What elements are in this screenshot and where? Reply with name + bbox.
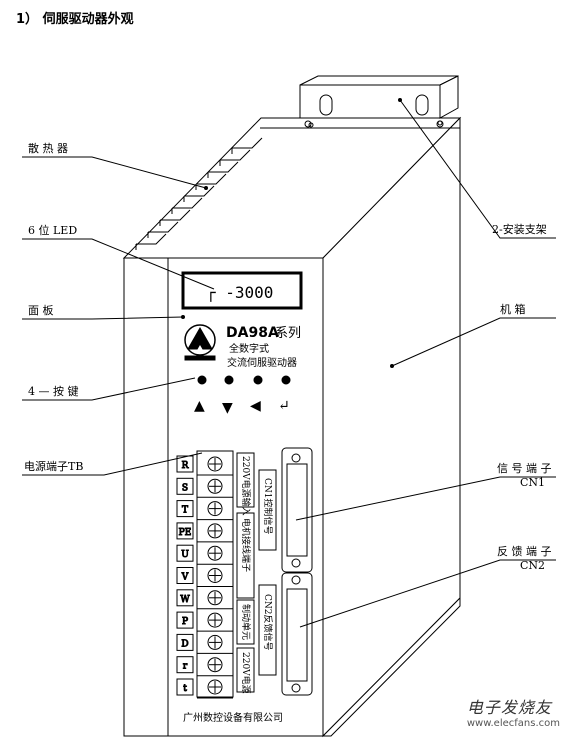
terminal-letter-box bbox=[176, 633, 194, 651]
cn1-connector bbox=[258, 447, 313, 573]
key-left-symbol: ◀ bbox=[250, 398, 261, 414]
terminal-letter-box bbox=[176, 455, 194, 473]
terminal-label: PE bbox=[179, 528, 192, 538]
terminal-label: R bbox=[182, 461, 189, 471]
label-keys: 4 — 按 键 bbox=[28, 384, 79, 398]
chassis-foot bbox=[321, 596, 461, 737]
terminal-label: t bbox=[183, 684, 187, 694]
terminal-label: V bbox=[181, 573, 189, 583]
brand-line1: 全数字式 bbox=[229, 342, 269, 355]
group-motor: 电机接线端子 bbox=[240, 518, 252, 572]
terminal-row: t bbox=[176, 678, 233, 699]
label-led: 6 位 LED bbox=[28, 223, 77, 237]
label-power-terminal: 电源端子TB bbox=[24, 459, 83, 473]
terminal-row: D bbox=[176, 633, 233, 654]
cn2-connector bbox=[258, 572, 313, 696]
terminal-row: T bbox=[176, 500, 233, 521]
terminal-letter-box bbox=[176, 656, 194, 674]
terminal-label: r bbox=[183, 662, 188, 672]
label-signal-code: CN1 bbox=[520, 476, 545, 489]
terminal-letter-box bbox=[176, 544, 194, 562]
key-down-symbol: ▼ bbox=[222, 400, 233, 416]
terminal-row: U bbox=[176, 544, 233, 565]
led-display bbox=[181, 271, 303, 310]
group-ctrl-power: 220V电源 bbox=[240, 652, 252, 694]
terminal-letter-box bbox=[176, 567, 194, 584]
group-brake: 制动单元 bbox=[240, 604, 252, 640]
watermark-site: www.elecfans.com bbox=[466, 718, 560, 729]
watermark-brand: 电子发烧友 bbox=[466, 698, 552, 717]
label-signal-terminal: 信 号 端 子 bbox=[497, 462, 552, 475]
terminal-row: W bbox=[176, 589, 233, 610]
terminal-row: P bbox=[176, 611, 233, 632]
terminal-letter-box bbox=[176, 611, 194, 629]
mounting-bracket bbox=[260, 75, 460, 129]
brand-model: DA98A bbox=[226, 325, 279, 341]
key-up-symbol: ▲ bbox=[194, 398, 205, 414]
label-chassis: 机 箱 bbox=[500, 302, 526, 316]
terminal-letter-box bbox=[176, 522, 194, 540]
terminal-letter-box bbox=[176, 678, 194, 696]
label-feedback-code: CN2 bbox=[520, 559, 545, 572]
terminal-label: D bbox=[181, 639, 188, 649]
gsk-logo bbox=[184, 324, 216, 361]
terminal-letter-box bbox=[176, 589, 194, 607]
terminal-row: r bbox=[176, 656, 233, 677]
key-4 bbox=[281, 375, 291, 385]
terminal-row: S bbox=[176, 477, 233, 498]
label-panel: 面 板 bbox=[28, 303, 54, 317]
terminal-row: PE bbox=[176, 522, 233, 543]
terminal-letter-box bbox=[176, 500, 194, 518]
terminal-label: P bbox=[182, 617, 188, 627]
terminal-letter-box bbox=[176, 477, 194, 495]
terminal-label: S bbox=[182, 483, 188, 493]
watermark: 电子发烧友 www.elecfans.com bbox=[467, 694, 560, 729]
key-2 bbox=[224, 375, 234, 385]
label-heatsink: 散 热 器 bbox=[28, 141, 68, 155]
heatsink-fins bbox=[135, 137, 263, 250]
page-title: 1） 伺服驱动器外观 bbox=[16, 12, 134, 27]
brand-series: 系列 bbox=[275, 326, 301, 341]
terminal-label: U bbox=[181, 550, 189, 560]
callout-lines bbox=[22, 99, 556, 628]
terminal-row: V bbox=[176, 567, 233, 587]
led-value: ┌ -3000 bbox=[206, 283, 273, 302]
key-1 bbox=[197, 375, 207, 385]
terminal-label: T bbox=[182, 506, 188, 516]
terminal-label: W bbox=[180, 595, 190, 605]
terminal-row: R bbox=[176, 455, 233, 476]
key-3 bbox=[253, 375, 263, 385]
brand-line2: 交流伺服驱动器 bbox=[227, 356, 297, 369]
group-power-in: 220V电源输入 bbox=[240, 456, 252, 516]
label-bracket: 2-安装支架 bbox=[492, 222, 547, 236]
key-enter-symbol: ↵ bbox=[278, 398, 290, 414]
company-name: 广州数控设备有限公司 bbox=[183, 711, 283, 724]
cn2-label: CN2反馈信号 bbox=[262, 594, 274, 651]
cn1-label: CN1控制信号 bbox=[262, 478, 274, 535]
label-feedback-terminal: 反 馈 端 子 bbox=[497, 545, 552, 558]
